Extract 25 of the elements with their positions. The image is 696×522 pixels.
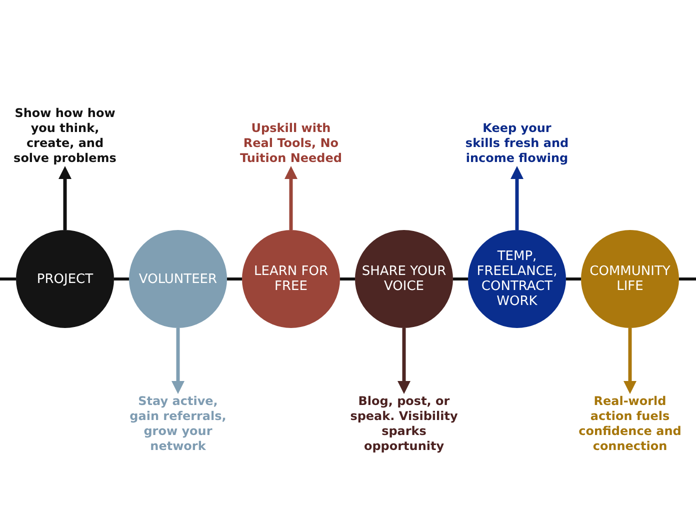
circle-label: VOLUNTEER bbox=[138, 272, 218, 286]
arrow bbox=[624, 328, 636, 394]
callout-text: Real-world action fuels confidence and connection bbox=[578, 394, 682, 454]
arrow bbox=[172, 328, 184, 394]
timeline-line bbox=[566, 278, 581, 280]
circle-label: TEMP, FREELANCE, CONTRACT WORK bbox=[476, 249, 558, 309]
timeline-line bbox=[227, 278, 242, 280]
arrow bbox=[284, 166, 298, 230]
circle-label: PROJECT bbox=[36, 272, 94, 286]
arrow bbox=[510, 166, 524, 230]
timeline-line bbox=[340, 278, 355, 280]
arrow bbox=[398, 328, 410, 394]
circle-label: COMMUNITY LIFE bbox=[588, 264, 672, 294]
callout-text: Blog, post, or speak. Visibility sparks opportunity bbox=[348, 394, 460, 454]
callout-text: Upskill with Real Tools, No Tuition Needed bbox=[235, 121, 347, 166]
timeline-line bbox=[0, 278, 16, 280]
timeline-line bbox=[114, 278, 129, 280]
timeline-line bbox=[453, 278, 468, 280]
callout-text: Keep your skills fresh and income flowing bbox=[465, 121, 569, 166]
callout-text: Stay active, gain referrals, grow your network bbox=[122, 394, 234, 454]
circle-label: LEARN FOR FREE bbox=[253, 264, 329, 294]
arrow bbox=[58, 166, 72, 230]
callout-text: Show how how you think, create, and solve problems bbox=[13, 106, 117, 166]
circle-label: SHARE YOUR VOICE bbox=[360, 264, 448, 294]
timeline-line bbox=[679, 278, 696, 280]
